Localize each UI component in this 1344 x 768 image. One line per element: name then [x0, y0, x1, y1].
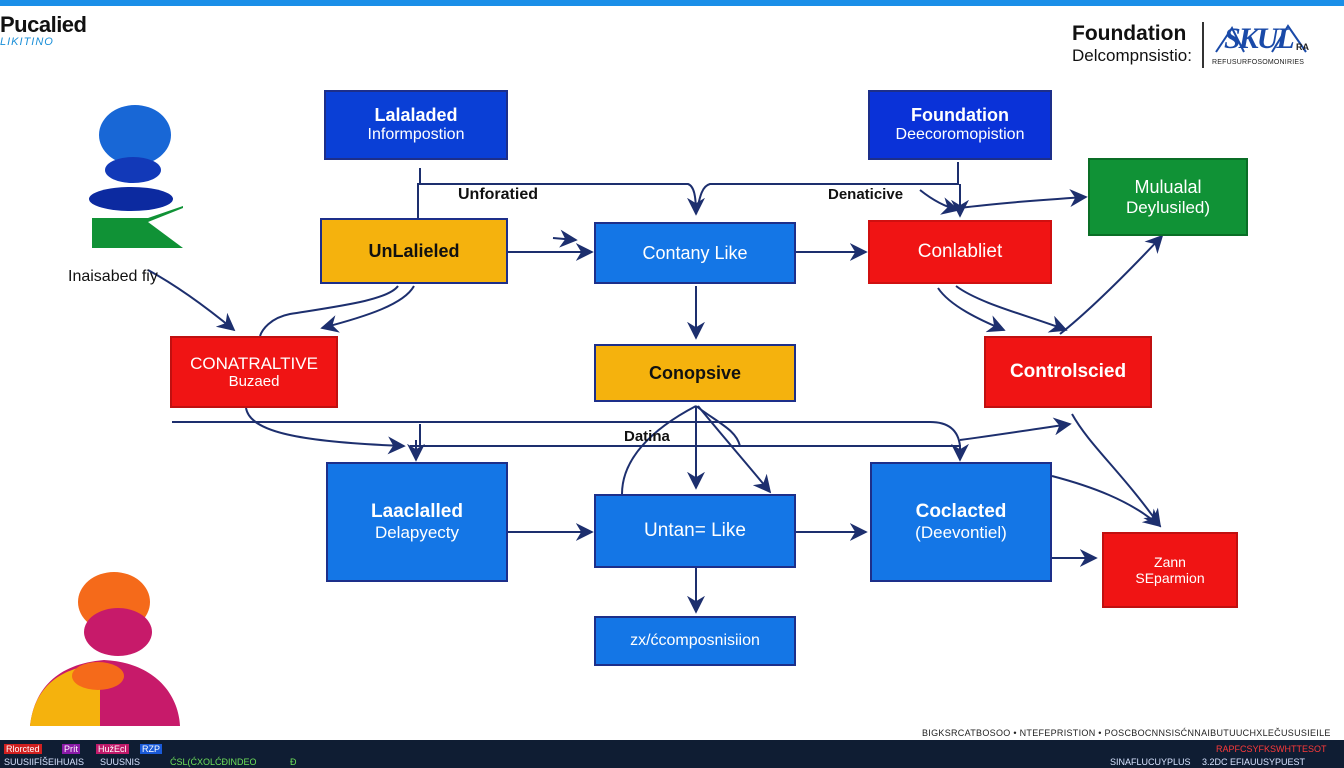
connector-lines — [147, 162, 1164, 614]
footer-tag-right: RAPFCSYFKSWHTTESOT — [1216, 744, 1327, 754]
node-zann[interactable]: Zann SEparmion — [1102, 532, 1238, 608]
node-conopsive[interactable]: Conopsive — [594, 344, 796, 402]
person-icon-blue — [89, 105, 183, 248]
node-unlalieled[interactable]: UnLalieled — [320, 218, 508, 284]
node-subtitle: Buzaed — [228, 373, 280, 391]
header-right: Foundation Delcompnsistio: SKUL RA REFUS… — [1072, 22, 1328, 68]
footer-tag: HužEcl — [96, 744, 129, 754]
node-title: Mulualal — [1134, 176, 1202, 197]
node-title: Contany Like — [642, 242, 748, 263]
footer-strip — [0, 740, 1344, 768]
node-subtitle: Delapyecty — [374, 523, 460, 543]
header-subtitle: Delcompnsistio: — [1072, 46, 1192, 65]
node-conatractive[interactable]: CONATRALTIVE Buzaed — [170, 336, 338, 408]
node-title: UnLalieled — [368, 240, 460, 261]
node-laaclalled[interactable]: Laaclalled Delapyecty — [326, 462, 508, 582]
header-title: Foundation — [1072, 22, 1187, 45]
footer-tag: RZP — [140, 744, 162, 754]
person-caption: Inaisabed fiy — [68, 268, 158, 285]
node-title: Lalaladed — [374, 105, 458, 126]
node-title: Conopsive — [648, 362, 741, 383]
footer-caption: BIGKSRCATBOSOO • NTEFEPRISTION • POSCBOC… — [922, 728, 1331, 738]
node-untan-like[interactable]: Untan= Like — [594, 494, 796, 568]
node-subtitle: Informpostion — [367, 126, 465, 144]
node-title: Foundation — [911, 105, 1009, 126]
node-zx-composition[interactable]: zx/ćcomposnisiion — [594, 616, 796, 666]
arrow-lalaladed-to-contany — [417, 183, 705, 218]
logo-text: SKUL — [1224, 22, 1293, 55]
node-subtitle: SEparmion — [1135, 570, 1205, 586]
node-controlscied[interactable]: Controlscied — [984, 336, 1152, 408]
node-lalaladed[interactable]: Lalaladed Informpostion — [324, 90, 508, 160]
label-denaticive: Denaticive — [828, 186, 904, 203]
brand-block: Pucalied LIKITINO — [0, 12, 87, 48]
node-title: Controlscied — [1009, 361, 1127, 383]
node-title: Laaclalled — [371, 501, 463, 523]
footer-tag: ĆSL(ĆXOLĆĐINDEO — [170, 757, 257, 767]
node-title: zx/ćcomposnisiion — [630, 631, 760, 649]
node-title: Untan= Like — [644, 520, 746, 542]
label-unforatied: Unforatied — [458, 186, 538, 203]
logo-badge: RA — [1296, 42, 1309, 52]
node-subtitle: Deecoromopistion — [895, 126, 1025, 144]
node-title: Zann — [1154, 553, 1186, 570]
person-icon-orange — [30, 572, 180, 726]
node-coclacted[interactable]: Coclacted (Deevontiel) — [870, 462, 1052, 582]
node-title: Conlabliet — [917, 241, 1003, 263]
node-mulualal[interactable]: Mulualal Deylusiled) — [1088, 158, 1248, 236]
footer-tag-right: SINAFLUCUYPLUS — [1110, 757, 1191, 767]
logo-caption: REFUSURFOSOMONIRIES — [1212, 59, 1305, 66]
node-title: Coclacted — [915, 501, 1007, 523]
footer-tag: Rlorcted — [4, 744, 42, 754]
footer-tag: SUUSIIFÍŠEIHUAIS — [4, 757, 85, 767]
node-contany-like[interactable]: Contany Like — [594, 222, 796, 284]
label-datina: Datina — [624, 428, 670, 445]
brand-subtitle: LIKITINO — [0, 36, 54, 48]
company-logo: SKUL RA REFUSURFOSOMONIRIES — [1202, 22, 1328, 68]
footer-tag: SUUSNIS — [100, 757, 141, 767]
brand-title: Pucalied — [0, 12, 87, 37]
top-accent-bar — [0, 0, 1344, 6]
node-conlabiet[interactable]: Conlabliet — [868, 220, 1052, 284]
footer-tag-right: 3.2DC EFIAUUSYPUEST — [1202, 757, 1306, 767]
node-subtitle: (Deevontiel) — [915, 523, 1007, 543]
node-subtitle: Deylusiled) — [1125, 197, 1211, 217]
footer-tag: Đ — [290, 757, 297, 767]
node-foundation[interactable]: Foundation Deecoromopistion — [868, 90, 1052, 160]
footer-tag: Prít — [62, 744, 81, 754]
node-title: CONATRALTIVE — [190, 353, 318, 373]
